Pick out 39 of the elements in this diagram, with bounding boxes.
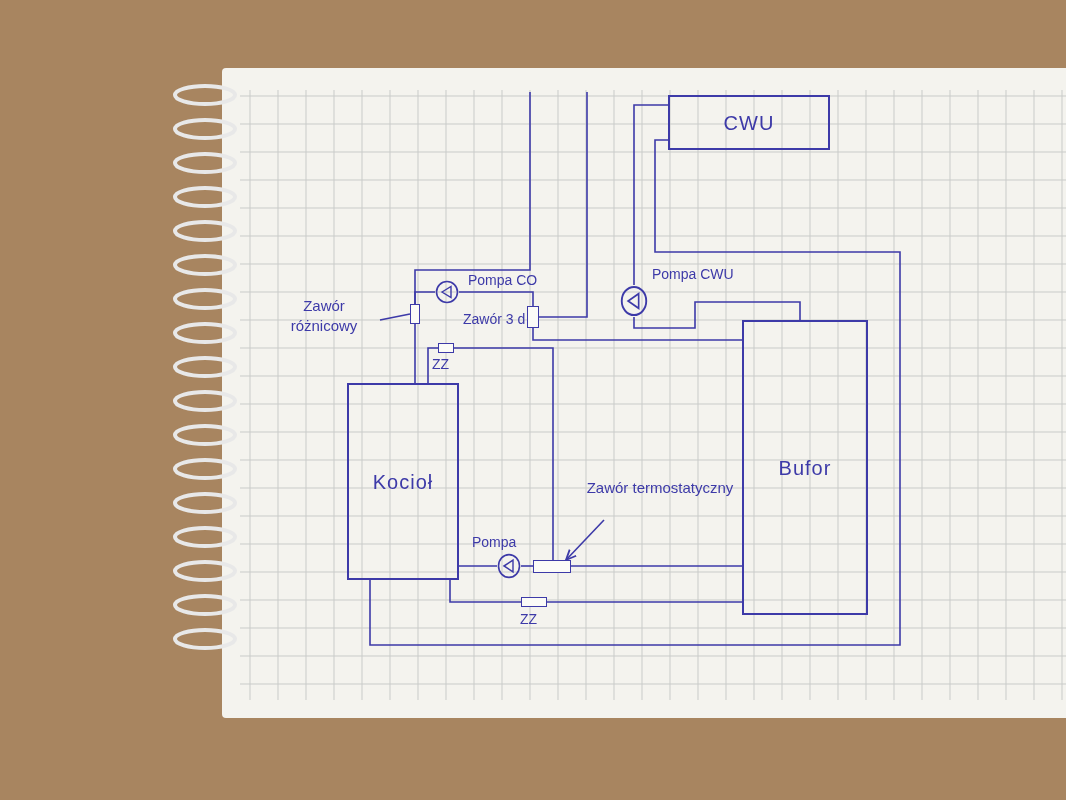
pipe-line	[570, 565, 743, 567]
tank-box	[347, 383, 459, 580]
component-label: Pompa CWU	[652, 266, 734, 282]
component-label: Pompa	[472, 534, 517, 550]
pipe-line	[458, 291, 534, 307]
pipe-line	[520, 565, 534, 567]
pipe-line	[414, 291, 436, 305]
pump-symbol	[620, 285, 648, 317]
pump-symbol	[435, 280, 459, 304]
component-label: ZZ	[520, 611, 538, 627]
component-label: ZZ	[432, 356, 450, 372]
box-label: Bufor	[778, 455, 832, 481]
pipe-line	[546, 601, 743, 603]
valve-symbol	[438, 343, 454, 353]
component-label: Zawór 3 d	[463, 311, 526, 327]
box-label: Kocioł	[372, 469, 434, 495]
pipe-line	[532, 327, 743, 341]
callout-text: Zawór różnicowy	[268, 296, 380, 340]
valve-symbol	[533, 560, 571, 573]
pipe-line	[538, 91, 588, 318]
valve-symbol	[527, 306, 539, 328]
tank-box	[668, 95, 830, 150]
callout-text: Zawór termostatyczny	[584, 478, 736, 520]
pipe-line	[427, 347, 439, 384]
leader-line	[379, 313, 411, 321]
box-label: CWU	[723, 110, 775, 136]
valve-symbol	[521, 597, 547, 607]
pipe-line	[453, 347, 554, 561]
pipe-line	[458, 565, 498, 567]
pipe-line	[414, 323, 416, 384]
leader-line	[565, 519, 605, 561]
tank-box	[742, 320, 868, 615]
component-label: Pompa CO	[468, 272, 538, 288]
valve-symbol	[410, 304, 420, 324]
pump-symbol	[497, 553, 521, 579]
pipe-line	[369, 139, 901, 646]
pipe-line	[633, 301, 801, 329]
pipe-line	[449, 579, 522, 603]
pipe-line	[633, 104, 669, 286]
